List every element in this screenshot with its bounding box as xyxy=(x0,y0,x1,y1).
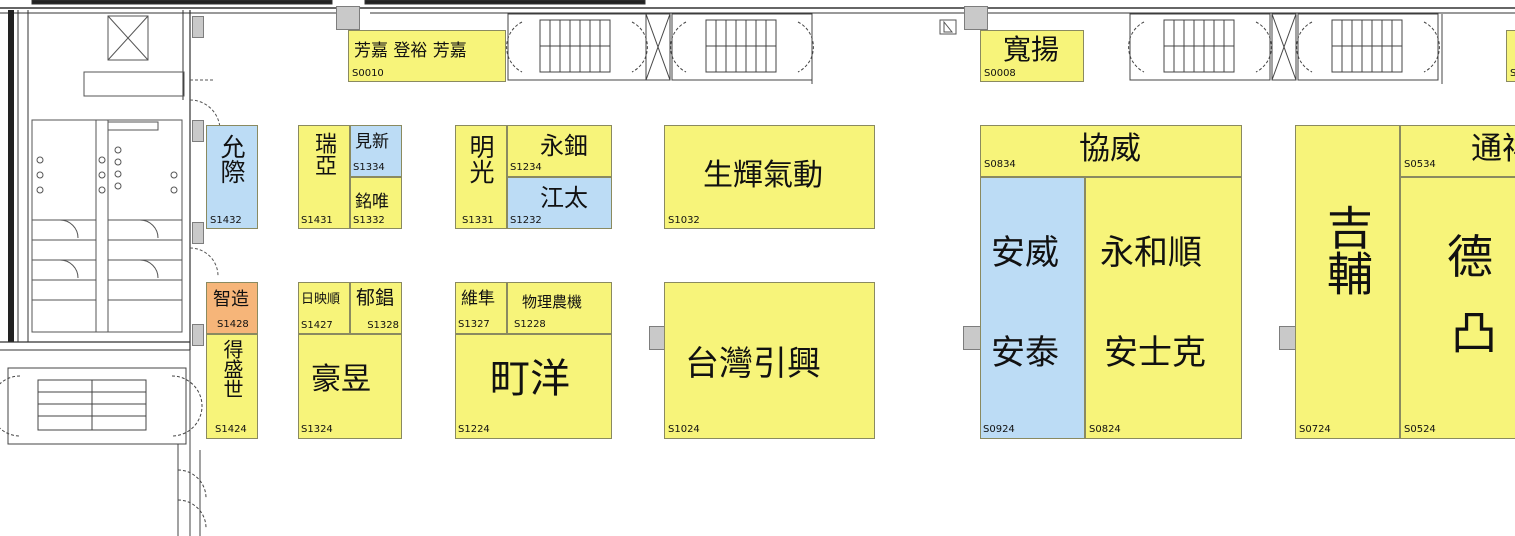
booth-s1427[interactable]: 日映順 S1427 xyxy=(298,282,350,334)
booth-name: 町洋 xyxy=(490,356,570,402)
booth-code: S1228 xyxy=(514,319,546,330)
booth-name: 郁錩 xyxy=(356,287,395,309)
booth-s0534[interactable]: 通祥 S0534 xyxy=(1400,125,1515,177)
booth-name-bottom: 凸 xyxy=(1451,306,1497,360)
booth-s0724[interactable]: 吉輔 S0724 xyxy=(1295,125,1400,439)
booth-code: S1327 xyxy=(458,319,490,330)
booth-code: S0534 xyxy=(1404,159,1436,170)
booth-name: 得盛世 xyxy=(220,339,244,399)
booth-s1232[interactable]: 江太 S1232 xyxy=(507,177,612,229)
booth-name: 台灣引興 xyxy=(685,344,821,384)
booth-code: S1431 xyxy=(301,215,333,226)
booth-name: 允際 xyxy=(217,134,246,184)
booth-code: S1424 xyxy=(215,424,247,435)
stall-partitions xyxy=(32,219,182,301)
booth-code: S1432 xyxy=(210,215,242,226)
booth-name: 明光 xyxy=(466,134,495,184)
booth-s1228[interactable]: 物理農機 S1228 xyxy=(507,282,612,334)
booth-name: 日映順 xyxy=(301,292,341,307)
booth-code: S1328 xyxy=(367,320,399,331)
booth-code: S0524 xyxy=(1404,424,1436,435)
booth-s1324[interactable]: 豪昱 S1324 xyxy=(298,334,402,439)
restroom-block xyxy=(31,15,221,333)
top-wall xyxy=(0,0,1515,14)
booth-s1332[interactable]: 銘唯 S1332 xyxy=(350,177,402,229)
booth-name: 芳嘉 登裕 芳嘉 xyxy=(354,41,467,61)
booth-name: 物理農機 xyxy=(522,293,583,311)
booth-s1431[interactable]: 瑞亞 S1431 xyxy=(298,125,350,229)
booth-name: 生輝氣動 xyxy=(703,158,823,193)
booth-code: S1334 xyxy=(353,162,385,173)
booth-name: 銘唯 xyxy=(355,192,389,212)
booth-name: 永鈿 xyxy=(540,132,588,160)
booth-code: S1332 xyxy=(353,215,385,226)
booth-s0524[interactable]: 德 凸 S0524 xyxy=(1400,177,1515,439)
left-wall xyxy=(0,10,191,351)
pillar-icon xyxy=(192,324,204,346)
booth-s1428[interactable]: 智造 S1428 xyxy=(206,282,258,334)
booth-partial-edge[interactable]: S xyxy=(1506,30,1515,82)
booth-name-bottom: 安士克 xyxy=(1104,333,1206,373)
stair-icon xyxy=(506,13,814,84)
booth-name-bottom: 安泰 xyxy=(991,333,1059,373)
pillar-icon xyxy=(336,6,360,30)
booth-s1327[interactable]: 維隼 S1327 xyxy=(455,282,507,334)
booth-s1032[interactable]: 生輝氣動 S1032 xyxy=(664,125,875,229)
booth-name: 寬揚 xyxy=(1003,33,1060,66)
booth-code: S1232 xyxy=(510,215,542,226)
booth-code: S1324 xyxy=(301,424,333,435)
pillar-icon xyxy=(192,222,204,244)
booth-s1024[interactable]: 台灣引興 S1024 xyxy=(664,282,875,439)
booth-code: S1428 xyxy=(217,319,249,330)
booth-code: S0008 xyxy=(984,68,1016,79)
booth-code: S0924 xyxy=(983,424,1015,435)
booth-name-top: 安威 xyxy=(991,233,1059,273)
booth-name: 江太 xyxy=(540,184,588,212)
booth-s1234[interactable]: 永鈿 S1234 xyxy=(507,125,612,177)
booth-s0010[interactable]: 芳嘉 登裕 芳嘉 S0010 xyxy=(348,30,506,82)
booth-code: S1427 xyxy=(301,320,333,331)
booth-code: S0724 xyxy=(1299,424,1331,435)
booth-name: 見新 xyxy=(355,132,389,152)
booth-s1424[interactable]: 得盛世 S1424 xyxy=(206,334,258,439)
booth-name: 維隼 xyxy=(461,289,495,309)
booth-s0834[interactable]: 協威 S0834 xyxy=(980,125,1242,177)
booth-name: 協威 xyxy=(1079,131,1141,167)
booth-s1331[interactable]: 明光 S1331 xyxy=(455,125,507,229)
booth-code: S0010 xyxy=(352,68,384,79)
booth-code: S xyxy=(1510,69,1515,79)
pillar-icon xyxy=(192,120,204,142)
booth-code: S1331 xyxy=(462,215,494,226)
booth-code: S0834 xyxy=(984,159,1016,170)
booth-code: S1024 xyxy=(668,424,700,435)
booth-s1334[interactable]: 見新 S1334 xyxy=(350,125,402,177)
toilet-icon xyxy=(36,146,178,194)
pillar-icon xyxy=(192,16,204,38)
booth-s0008[interactable]: 寬揚 S0008 xyxy=(980,30,1084,82)
booth-s1432[interactable]: 允際 S1432 xyxy=(206,125,258,229)
stair-icon xyxy=(1128,13,1443,84)
exit-marker-icon xyxy=(939,19,957,35)
booth-name: 豪昱 xyxy=(311,362,371,397)
booth-code: S1032 xyxy=(668,215,700,226)
booth-name-top: 德 xyxy=(1447,230,1493,284)
booth-name: 智造 xyxy=(213,289,249,310)
pillar-icon xyxy=(964,6,988,30)
booth-name-top: 永和順 xyxy=(1100,233,1202,273)
booth-code: S0824 xyxy=(1089,424,1121,435)
booth-name: 吉輔 xyxy=(1320,204,1374,296)
booth-name: 瑞亞 xyxy=(311,132,336,176)
booth-name: 通祥 xyxy=(1471,131,1515,167)
booth-s1328[interactable]: 郁錩 S1328 xyxy=(350,282,402,334)
booth-s1224[interactable]: 町洋 S1224 xyxy=(455,334,612,439)
stair-icon xyxy=(0,350,207,536)
booth-code: S1234 xyxy=(510,162,542,173)
booth-s0824[interactable]: 永和順 安士克 S0824 xyxy=(1085,177,1242,439)
booth-code: S1224 xyxy=(458,424,490,435)
booth-s0924[interactable]: 安威 安泰 S0924 xyxy=(980,177,1085,439)
